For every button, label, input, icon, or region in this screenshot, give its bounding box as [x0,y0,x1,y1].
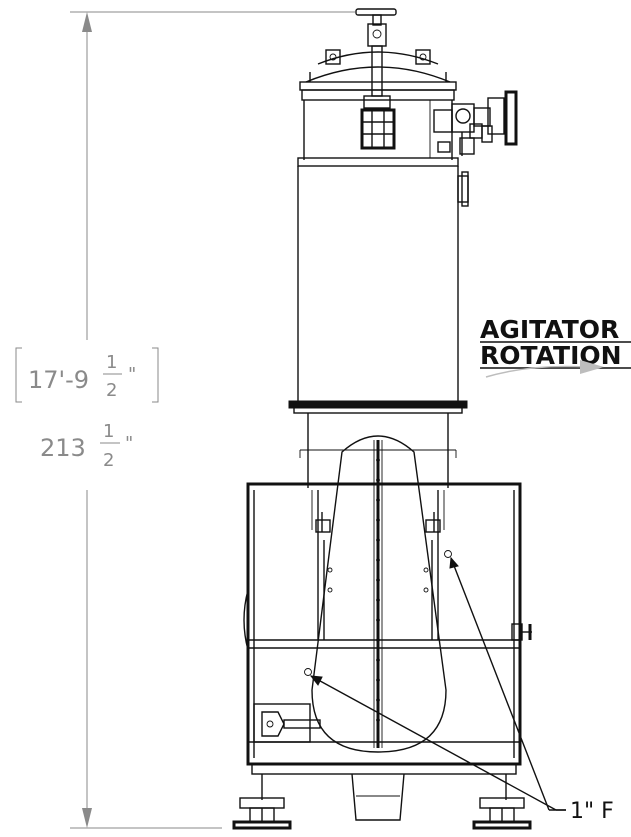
handwheel-assembly [355,8,397,150]
domed-lid [299,49,457,101]
lower-body [299,413,457,530]
dimension-arrow-top [82,12,92,32]
leveling-foot-right [472,797,532,830]
main-vessel [288,166,469,414]
leveling-foot-left [232,797,292,830]
agitator-label-line2: ROTATION [480,341,622,370]
side-instruments [433,90,518,156]
dimension-fraction-num-1: 1 [106,352,117,373]
callout-leaders: 1" F [309,556,614,824]
agitator-label-line1: AGITATOR [480,315,619,344]
rotation-arrowhead [580,360,604,374]
dimension-inches-whole: 213 [40,434,86,462]
callout-text: 1" F [570,799,614,824]
dimension-fraction-den-2: 2 [103,450,114,471]
dimension-fraction-num-2: 1 [103,421,114,442]
dimension-feet-inches: 17'-9 [28,366,89,394]
overall-height-dimension: 17'-9 1 2 " 213 1 2 " [15,11,355,829]
dimension-arrow-bottom [82,808,92,828]
base-frame [243,482,532,766]
rotation-arrow [485,365,587,378]
dimension-inch-mark-1: " [128,364,136,385]
dimension-fraction-den-1: 2 [106,380,117,401]
agitator-rotation-label: AGITATOR ROTATION [480,315,631,378]
base-legs [232,763,532,830]
dimension-inch-mark-2: " [125,433,133,454]
belt-guard-bolts [376,458,380,722]
